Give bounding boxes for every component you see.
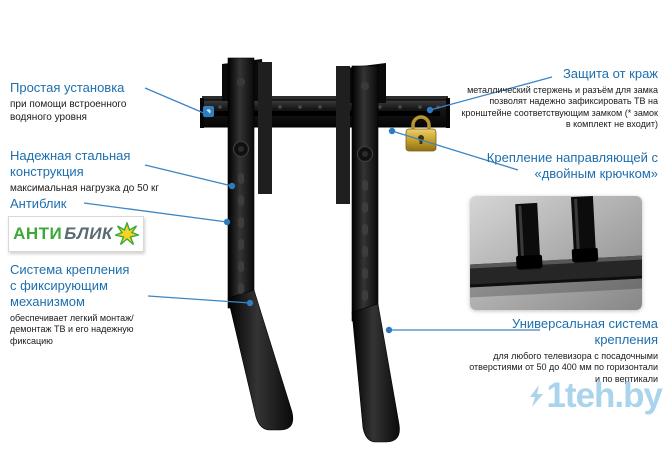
connector-line	[144, 87, 207, 115]
watermark-logo: 1teh.by	[530, 376, 663, 416]
annotation-title: Антиблик	[10, 196, 67, 211]
connector-dot	[202, 110, 210, 118]
annotation-desc: максимальная нагрузка до 50 кг	[10, 182, 160, 194]
annotation-desc: металлический стержень и разъём для замк…	[461, 84, 658, 130]
annotation-title: Система крепления с фиксирующим механизм…	[10, 262, 130, 309]
antiblik-logo: АНТИ БЛИК	[8, 216, 144, 252]
annotation-universal-mounting: Универсальная система крепления для любо…	[463, 316, 658, 385]
connector-dot	[426, 106, 434, 114]
antiblik-logo-text-green: АНТИ	[13, 224, 63, 243]
annotation-title: Простая установка	[10, 80, 125, 95]
connector-line	[391, 130, 519, 171]
annotation-double-hook: Крепление направляющей с «двойным крючко…	[463, 150, 658, 182]
connector-lines	[83, 76, 553, 331]
annotation-title: Универсальная система крепления	[512, 316, 658, 347]
annotation-title: Защита от краж	[562, 66, 658, 81]
annotation-locking-mechanism: Система крепления с фиксирующим механизм…	[10, 262, 170, 347]
double-hook-photo-art	[470, 196, 642, 310]
annotation-theft-protection: Защита от краж металлический стержень и …	[458, 66, 658, 131]
annotation-simple-install: Простая установка при помощи встроенного…	[10, 80, 185, 124]
right-bracket-arm	[336, 63, 400, 443]
left-bracket-arm	[222, 57, 294, 431]
connector-line	[147, 295, 251, 304]
annotation-desc: для любого телевизора с посадочными отве…	[469, 350, 658, 384]
annotation-desc: при помощи встроенного водяного уровня	[10, 98, 127, 123]
antiblik-icon	[114, 222, 139, 246]
connector-line	[429, 76, 553, 111]
connector-dot	[228, 182, 236, 190]
lightning-icon	[530, 385, 544, 407]
connector-dot	[385, 326, 393, 334]
connector-dot	[223, 218, 231, 226]
annotation-desc: обеспечивает легкий монтаж/демонтаж ТВ и…	[10, 312, 134, 346]
connector-dot	[246, 299, 254, 307]
connector-dot	[388, 127, 396, 135]
watermark-text: 1teh.by	[546, 376, 663, 415]
connector-line	[83, 202, 228, 223]
connector-line	[144, 164, 233, 187]
connector-dots	[202, 106, 434, 334]
annotation-title: Надежная стальная конструкция	[10, 148, 131, 179]
annotation-title: Крепление направляющей с «двойным крючко…	[486, 150, 658, 181]
double-hook-photo	[470, 196, 642, 310]
antiblik-logo-text-gray: БЛИК	[64, 224, 113, 243]
annotation-steel-construction: Надежная стальная конструкция максимальн…	[10, 148, 170, 196]
annotation-antiglare: Антиблик	[10, 196, 66, 212]
